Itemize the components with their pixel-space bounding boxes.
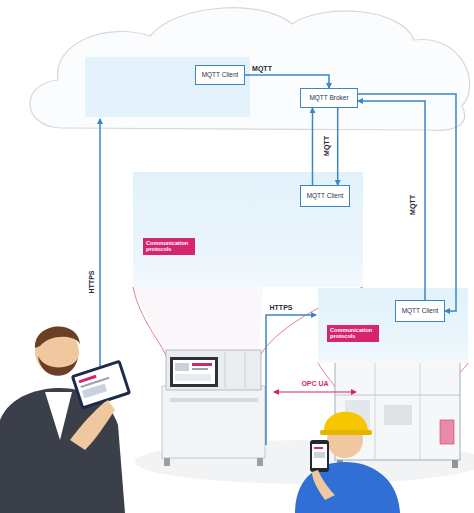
- mqtt-connector: [312, 108, 314, 185]
- protocol-tag: Communication protocols: [327, 325, 379, 342]
- edge-label: MQTT: [323, 136, 330, 156]
- cloud-outline: [30, 8, 470, 131]
- edge-label: MQTT: [252, 65, 272, 72]
- box-text: MQTT Client: [402, 307, 439, 314]
- edge-label: MQTT: [409, 195, 416, 215]
- opcua-line: [274, 391, 356, 392]
- mqtt-box: MQTT Broker: [300, 88, 358, 108]
- mqtt-box: MQTT Client: [300, 185, 350, 207]
- person-right: [295, 412, 400, 513]
- protocol-label: HTTPS: [88, 271, 95, 294]
- protocol-label: OPC UA: [301, 380, 328, 387]
- mqtt-box: MQTT Client: [395, 300, 445, 322]
- protocol-label: HTTPS: [270, 304, 293, 311]
- mqtt-connector: [358, 94, 456, 311]
- person-left: [0, 326, 131, 513]
- machine-left: [162, 350, 265, 466]
- box-text: MQTT Broker: [309, 94, 348, 101]
- mqtt-box: MQTT Client: [195, 65, 245, 85]
- box-text: MQTT Client: [307, 192, 344, 199]
- protocol-tag: Communication protocols: [143, 238, 195, 255]
- mqtt-connector: [245, 75, 329, 88]
- https-line-left: [99, 119, 101, 366]
- cloud-panel: [85, 57, 250, 117]
- mqtt-connector: [358, 101, 425, 300]
- box-text: MQTT Client: [202, 71, 239, 78]
- mqtt-connector: [337, 108, 339, 185]
- protocol-panel: Communication protocols MQTT Client: [318, 288, 468, 363]
- protocol-panel: Communication protocols MQTT Client: [133, 172, 363, 287]
